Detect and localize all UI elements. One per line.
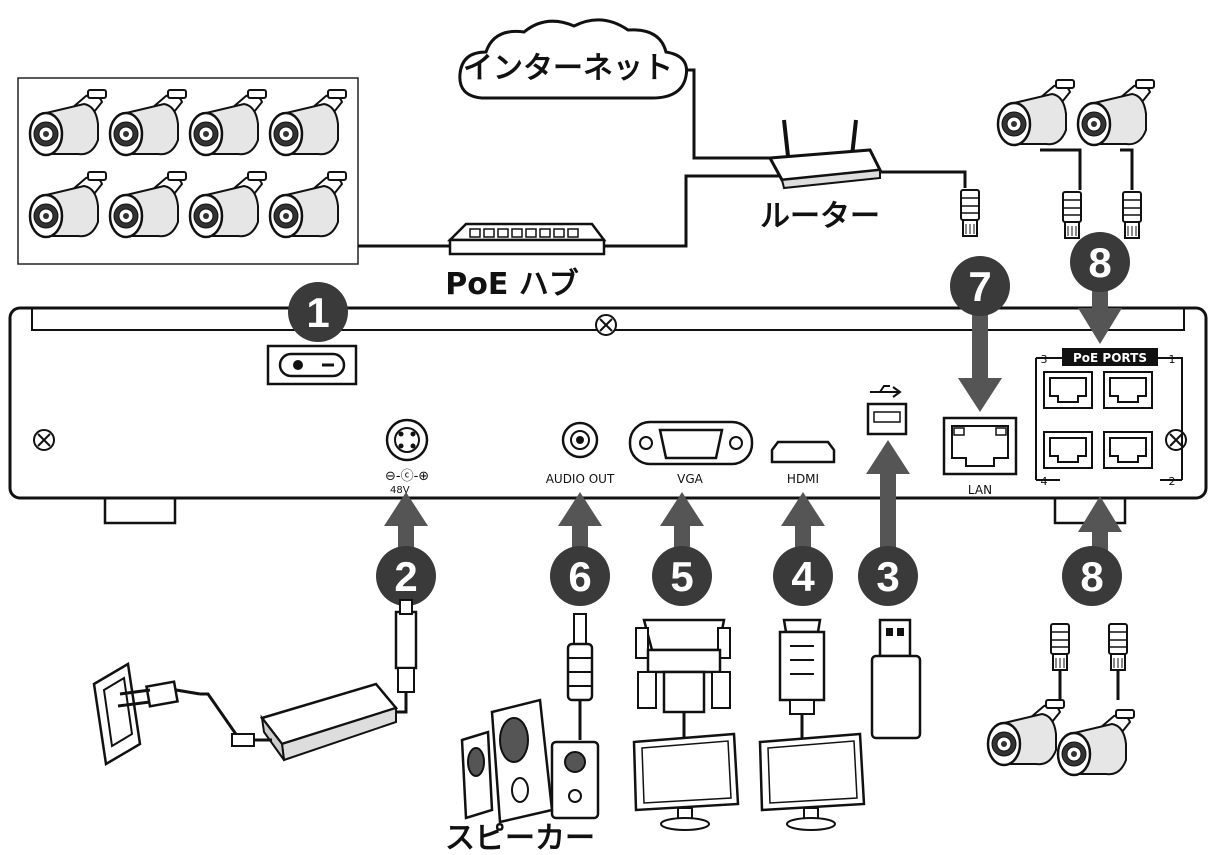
bullet-camera-icon — [986, 698, 1066, 767]
screw-icon — [595, 314, 617, 336]
voltage-label: 48V — [390, 485, 410, 496]
svg-text:6: 6 — [568, 553, 591, 600]
svg-text:5: 5 — [670, 553, 693, 600]
rj45-plug-icon — [1062, 191, 1082, 239]
poe-port[interactable] — [1103, 431, 1153, 469]
usb-port[interactable] — [866, 385, 908, 436]
hdmi-label: HDMI — [787, 472, 819, 486]
monitor-icon — [632, 732, 740, 832]
rj45-plug-icon — [1108, 623, 1128, 671]
arrows — [384, 286, 1122, 560]
power-switch[interactable] — [266, 344, 358, 386]
internet-label: インターネット — [463, 51, 673, 86]
vga-cable — [635, 618, 731, 740]
poe-port[interactable] — [1103, 371, 1153, 409]
power-input-port[interactable]: ⊖-ⓒ-⊕ 48V — [385, 418, 429, 496]
badge-8-bottom: 8 — [1062, 546, 1122, 606]
lan-label: LAN — [968, 483, 992, 497]
svg-text:7: 7 — [968, 263, 991, 310]
wall-outlet-icon — [92, 661, 201, 767]
speaker-label: スピーカー — [445, 821, 595, 855]
badge-5: 5 — [652, 546, 712, 606]
port-number: 3 — [1041, 353, 1048, 366]
hdmi-cable — [778, 618, 826, 738]
svg-text:8: 8 — [1080, 553, 1103, 600]
poe-hub-label: PoE ハブ — [445, 267, 579, 302]
poe-cameras-top — [996, 78, 1156, 239]
svg-text:8: 8 — [1088, 239, 1111, 286]
audio-plug — [566, 613, 594, 740]
lan-port[interactable]: LAN — [942, 416, 1018, 497]
bullet-camera-icon — [1076, 78, 1156, 147]
rj45-plug-icon — [1050, 623, 1070, 671]
badges: 1 2 6 5 4 3 7 8 — [288, 232, 1130, 606]
svg-text:4: 4 — [791, 553, 815, 600]
arrow-7-head — [958, 378, 1002, 412]
power-adapter — [92, 599, 418, 767]
audio-out-label: AUDIO OUT — [546, 472, 615, 486]
usb-icon — [870, 385, 902, 398]
bullet-camera-icon — [996, 78, 1076, 147]
poe-hub-icon: PoE ハブ — [445, 222, 607, 302]
poe-ports-block[interactable]: PoE PORTS 3 1 4 2 — [1035, 348, 1183, 488]
badge-8-top: 8 — [1070, 232, 1130, 292]
port-number: 2 — [1169, 475, 1176, 488]
bullet-camera-icon — [1056, 708, 1136, 777]
badge-6: 6 — [550, 546, 610, 606]
router-label: ルーター — [760, 199, 880, 234]
poe-port[interactable] — [1043, 431, 1093, 469]
badge-1: 1 — [288, 282, 348, 342]
arrow-7 — [972, 300, 988, 380]
poe-ports-label: PoE PORTS — [1073, 351, 1147, 365]
vga-port[interactable]: VGA — [628, 420, 754, 486]
poe-port[interactable] — [1043, 371, 1093, 409]
port-number: 1 — [1169, 353, 1176, 366]
monitor-icon — [758, 732, 866, 832]
svg-text:3: 3 — [876, 553, 899, 600]
nvr-rear-panel: ⊖-ⓒ-⊕ 48V AUDIO OUT VGA HDMI — [8, 306, 1208, 525]
polarity-symbol: ⊖-ⓒ-⊕ — [385, 469, 429, 484]
arrow-8-bottom-head — [1078, 496, 1122, 532]
arrow-8-top-head — [1078, 308, 1122, 344]
svg-text:2: 2 — [394, 553, 417, 600]
arrow-3-head — [866, 440, 910, 474]
router-icon: ルーター — [760, 119, 883, 234]
audio-out-port[interactable]: AUDIO OUT — [546, 421, 615, 486]
badge-7: 7 — [950, 256, 1010, 316]
poe-cameras-bottom — [986, 623, 1136, 777]
arrow-8-top — [1092, 286, 1108, 312]
screw-icon — [33, 429, 55, 451]
badge-3: 3 — [858, 546, 918, 606]
lan-plug-icon — [960, 189, 980, 237]
badge-4: 4 — [773, 546, 833, 606]
svg-text:1: 1 — [306, 289, 329, 336]
internet-cloud: インターネット — [458, 18, 689, 100]
hdmi-port[interactable]: HDMI — [770, 440, 836, 486]
port-number: 4 — [1041, 475, 1048, 488]
rj45-plug-icon — [1122, 191, 1142, 239]
badge-2: 2 — [376, 546, 436, 606]
arrow-3 — [880, 470, 896, 560]
camera-group-panel — [17, 77, 359, 265]
speaker-icon: スピーカー — [445, 698, 600, 855]
vga-label: VGA — [677, 472, 704, 486]
usb-drive-icon — [870, 618, 922, 740]
